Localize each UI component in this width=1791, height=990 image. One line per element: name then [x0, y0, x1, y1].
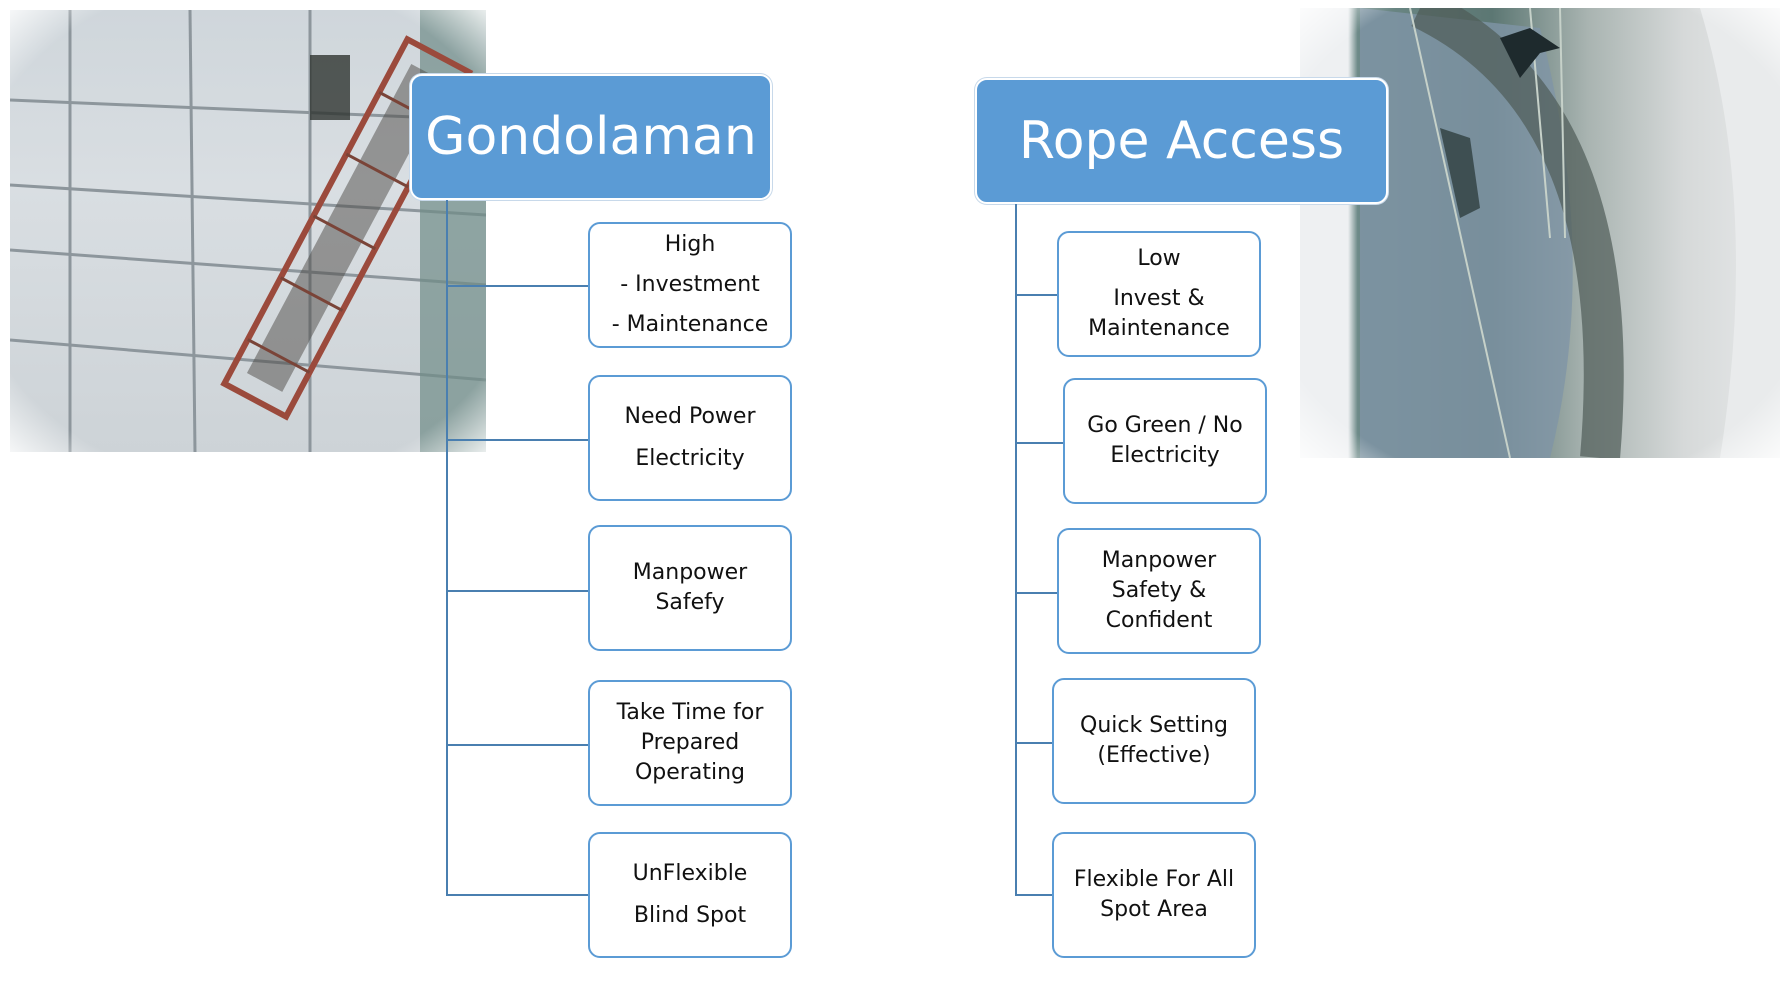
right-branch-connector — [1015, 592, 1058, 594]
item-line: Maintenance — [1088, 316, 1230, 341]
gondola-item-flexibility: UnFlexible Blind Spot — [588, 832, 792, 958]
item-line: - Investment — [620, 272, 760, 297]
item-line: Quick Setting — [1080, 713, 1228, 738]
item-line: Invest & — [1113, 286, 1205, 311]
rope-access-photo — [1300, 8, 1780, 458]
rope-item-investment: Low Invest & Maintenance — [1057, 231, 1261, 357]
item-line: Prepared — [640, 730, 740, 755]
item-line: Manpower — [1101, 548, 1217, 573]
item-line: Flexible For All — [1073, 867, 1235, 892]
right-branch-connector — [1015, 442, 1065, 444]
rope-access-title: Rope Access — [1018, 111, 1345, 171]
gondolaman-title: Gondolaman — [425, 107, 757, 167]
left-branch-connector — [446, 285, 589, 287]
item-line: Low — [1137, 246, 1181, 271]
left-branch-connector — [446, 439, 589, 441]
item-line: Blind Spot — [633, 903, 747, 928]
item-line: High — [664, 232, 716, 257]
left-trunk-connector — [446, 200, 448, 896]
gondola-item-investment: High - Investment - Maintenance — [588, 222, 792, 348]
rope-item-electricity: Go Green / No Electricity — [1063, 378, 1267, 504]
gondola-item-safety: Manpower Safefy — [588, 525, 792, 651]
rope-item-setup: Quick Setting (Effective) — [1052, 678, 1256, 804]
gondola-item-preparation: Take Time for Prepared Operating — [588, 680, 792, 806]
left-branch-connector — [446, 894, 589, 896]
left-branch-connector — [446, 744, 589, 746]
item-line: UnFlexible — [632, 861, 748, 886]
item-line: (Effective) — [1097, 743, 1211, 768]
rope-item-safety: Manpower Safety & Confident — [1057, 528, 1261, 654]
item-line: Safefy — [655, 590, 725, 615]
item-line: Safety & — [1111, 578, 1207, 603]
item-line: Go Green / No — [1087, 413, 1243, 438]
item-line: Confident — [1105, 608, 1213, 633]
gondola-item-power: Need Power Electricity — [588, 375, 792, 501]
item-line: Manpower — [632, 560, 748, 585]
item-line: Electricity — [1110, 443, 1220, 468]
item-line: Need Power — [624, 404, 756, 429]
item-line: Take Time for — [616, 700, 764, 725]
left-branch-connector — [446, 590, 589, 592]
right-branch-connector — [1015, 894, 1053, 896]
item-line: Spot Area — [1100, 897, 1208, 922]
rope-access-header: Rope Access — [975, 78, 1388, 204]
right-branch-connector — [1015, 294, 1058, 296]
item-line: Operating — [634, 760, 745, 785]
rope-item-flexibility: Flexible For All Spot Area — [1052, 832, 1256, 958]
right-trunk-connector — [1015, 204, 1017, 896]
right-branch-connector — [1015, 742, 1053, 744]
item-line: - Maintenance — [611, 312, 769, 337]
gondolaman-header: Gondolaman — [410, 74, 772, 200]
item-line: Electricity — [635, 446, 745, 471]
